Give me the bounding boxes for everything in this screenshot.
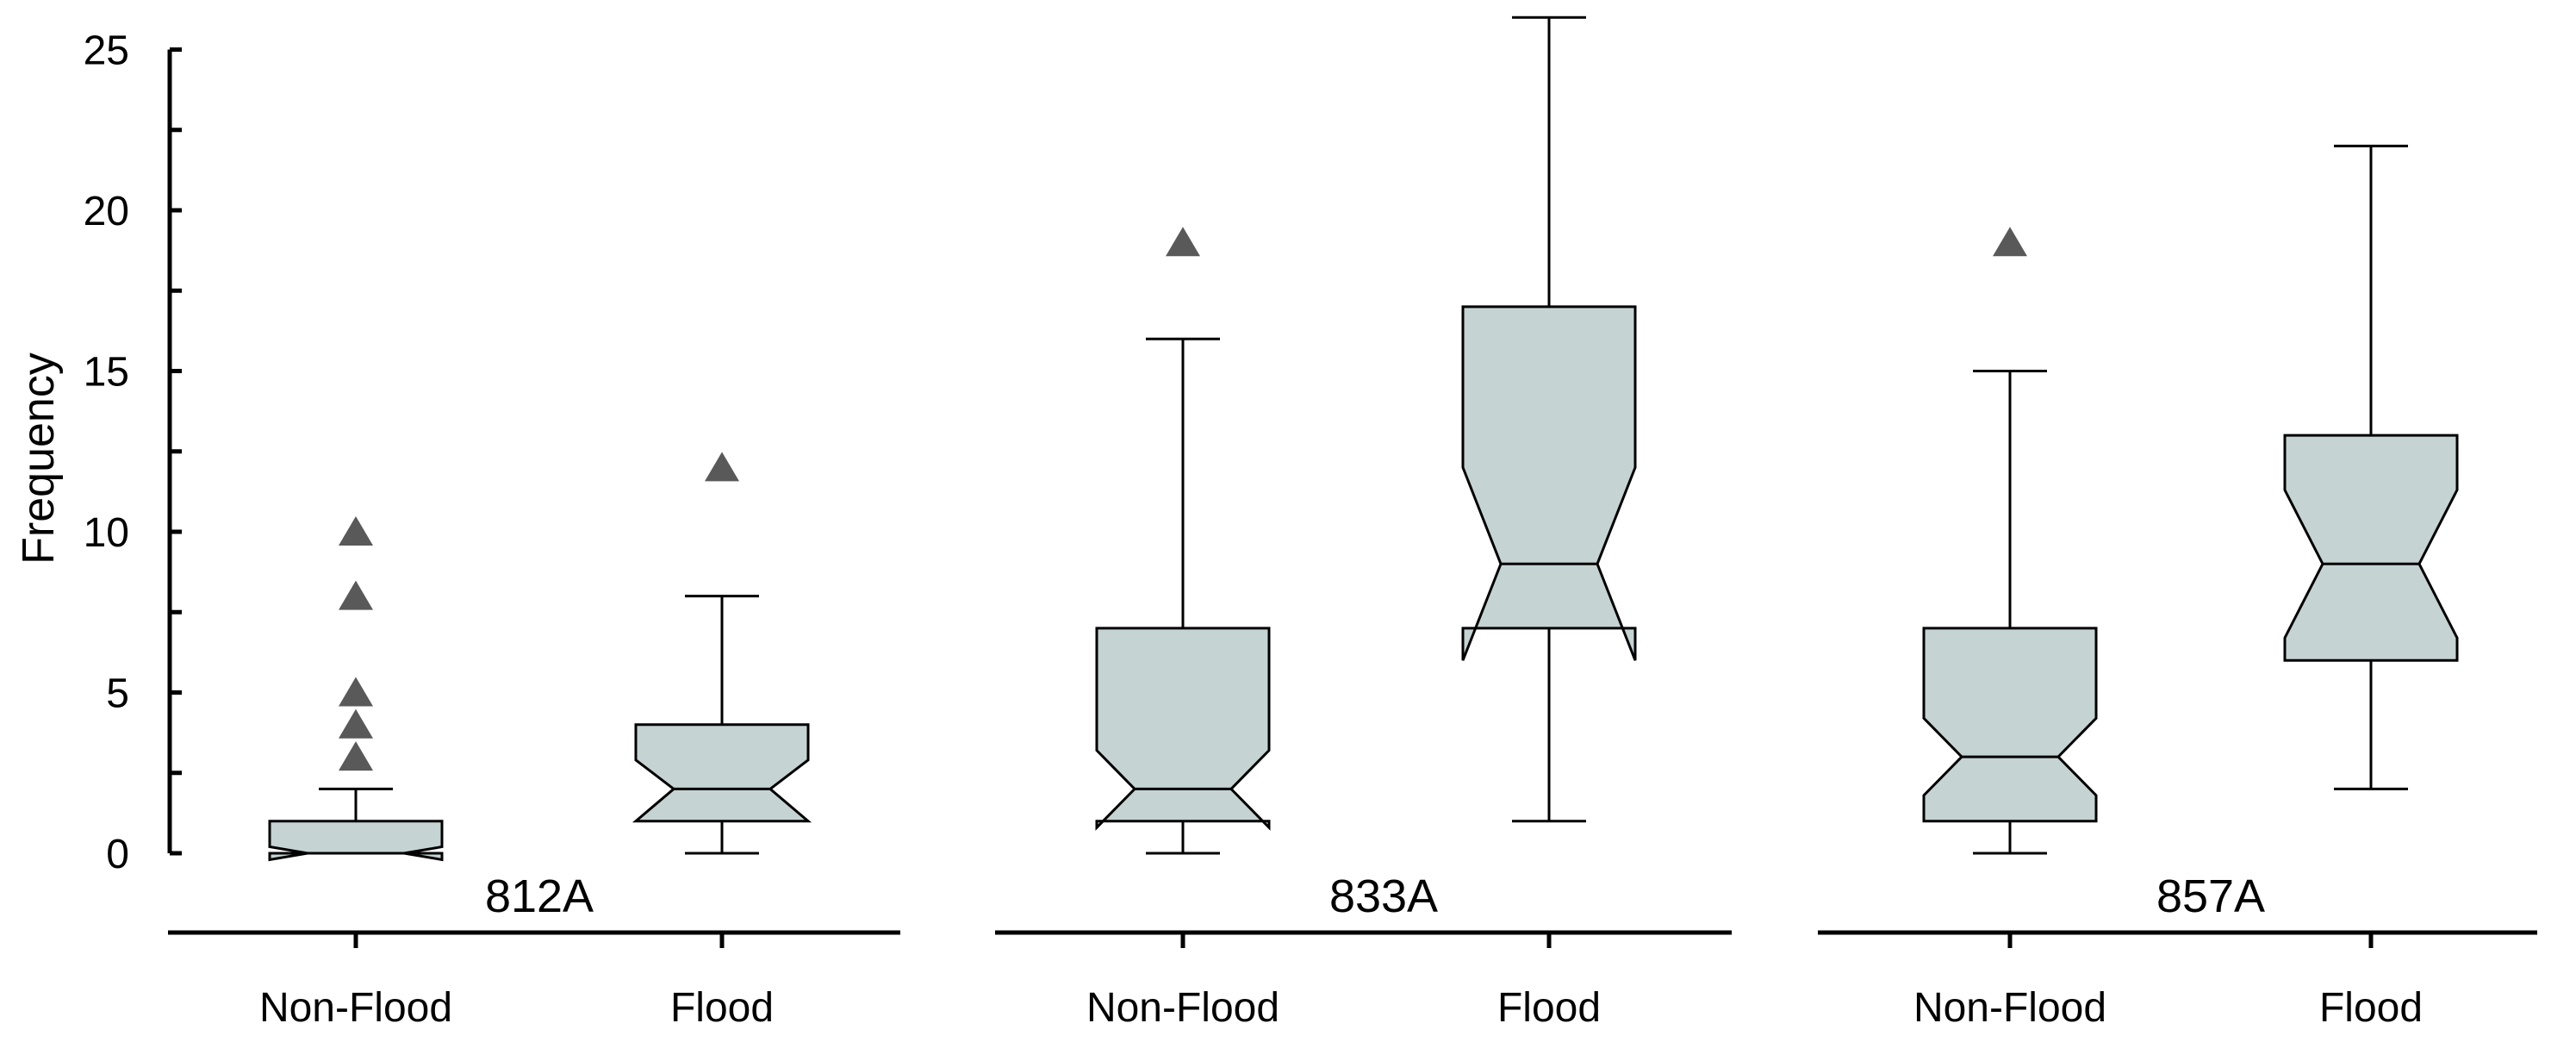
group-label: 833A	[1329, 870, 1438, 922]
box-non-flood: Non-Flood	[259, 516, 452, 1031]
group-812A: 812A Non-Flood Flood	[168, 452, 900, 1031]
y-tick-label: 15	[84, 350, 129, 396]
notched-box	[1095, 627, 1271, 831]
y-tick-label: 5	[106, 671, 129, 717]
category-label: Flood	[2319, 985, 2423, 1031]
y-axis: 0 5 10 15 20 25	[84, 28, 182, 877]
box-non-flood: Non-Flood	[1086, 227, 1279, 1031]
category-label: Non-Flood	[259, 985, 452, 1031]
y-tick-label: 0	[106, 832, 129, 877]
category-label: Flood	[670, 985, 774, 1031]
y-axis-label: Frequency	[14, 353, 64, 565]
outlier-marker	[1166, 227, 1200, 257]
notched-box	[632, 723, 812, 823]
category-label: Flood	[1497, 985, 1601, 1031]
outlier-marker	[1993, 227, 2027, 257]
outlier-marker	[339, 708, 373, 739]
notched-box	[268, 820, 444, 862]
outlier-marker	[339, 741, 373, 771]
group-label: 857A	[2156, 870, 2265, 922]
group-833A: 833A Non-Flood Flood	[995, 16, 1732, 1031]
category-label: Non-Flood	[1913, 985, 2106, 1031]
y-tick-label: 10	[84, 510, 129, 556]
y-tick-label: 25	[84, 28, 129, 74]
group-857A: 857A Non-Flood Flood	[1818, 144, 2537, 1031]
notched-box	[1461, 305, 1637, 661]
box-flood: Flood	[2283, 144, 2459, 1031]
outlier-marker	[339, 516, 373, 546]
box-flood: Flood	[1461, 16, 1637, 1031]
outlier-marker	[339, 580, 373, 610]
box-non-flood: Non-Flood	[1913, 227, 2106, 1031]
outlier-marker	[339, 677, 373, 707]
y-tick-label: 20	[84, 189, 129, 234]
group-label: 812A	[485, 870, 594, 922]
box-flood: Flood	[632, 452, 812, 1031]
notched-box	[2283, 434, 2459, 662]
category-label: Non-Flood	[1086, 985, 1279, 1031]
outlier-marker	[705, 452, 739, 482]
notched-box	[1922, 627, 2098, 823]
